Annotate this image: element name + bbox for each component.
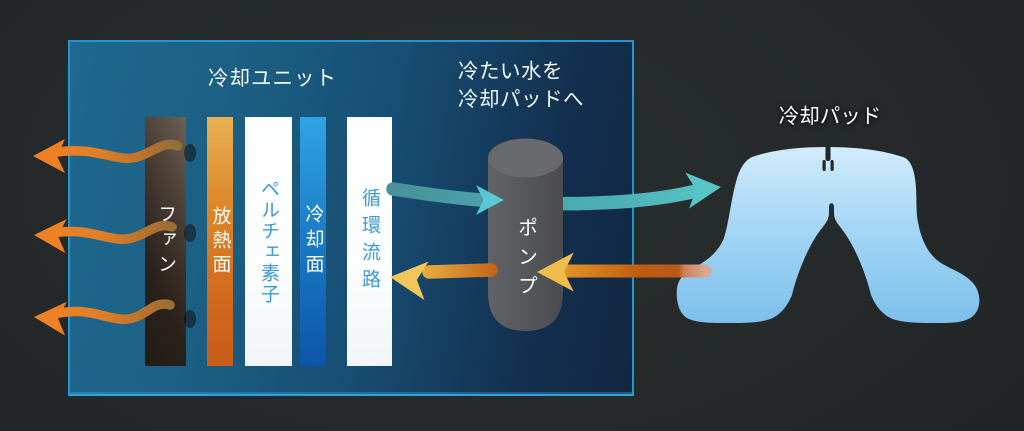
bar-circulation-channel: 循環流路	[347, 117, 392, 366]
return-arrowhead-icon	[390, 261, 429, 301]
cold-water-note-line2: 冷却パッドへ	[458, 88, 584, 111]
heat-radiating-face-label: 放熱面	[209, 205, 231, 278]
bar-peltier-element: ペルチェ素子	[245, 117, 292, 366]
bar-cooling-face: 冷却面	[300, 117, 326, 366]
cold-water-arrowhead-icon	[685, 172, 721, 209]
fan-arrow-shadow	[184, 310, 196, 328]
fan-arrow-shadow	[184, 144, 196, 162]
warm-water-return-arrow	[390, 252, 712, 301]
pump-body	[488, 158, 563, 331]
exhaust-arrow-bottom	[49, 299, 175, 324]
cold-water-note-line1: 冷たい水を	[458, 60, 563, 83]
return-arrowhead-icon	[537, 252, 574, 292]
pump-top	[488, 138, 563, 178]
return-flow-line-left	[422, 263, 498, 279]
pump-label: ポンプ	[514, 216, 537, 304]
circulation-channel-label: 循環流路	[359, 187, 380, 296]
exhaust-arrowhead-icon	[34, 301, 67, 336]
exhaust-arrowhead-icon	[33, 139, 65, 173]
cooling-pad-shape	[676, 145, 980, 323]
pad-tick	[822, 160, 826, 171]
cooling-unit-title: 冷却ユニット	[208, 67, 337, 90]
peltier-element-label: ペルチェ素子	[258, 178, 279, 305]
cooling-face-label: 冷却面	[302, 204, 324, 279]
pump-cylinder	[488, 138, 563, 331]
exhaust-heat-arrows	[33, 139, 196, 336]
bar-heat-radiating-face: 放熱面	[207, 117, 233, 366]
exhaust-arrowhead-icon	[34, 219, 67, 254]
fan-arrow-shadow	[184, 224, 196, 242]
cold-water-note: 冷たい水を 冷却パッドへ	[458, 58, 584, 114]
bar-fan: ファン	[145, 117, 186, 366]
exhaust-arrow-top	[45, 139, 183, 164]
exhaust-arrow-middle	[47, 220, 177, 244]
cold-water-arrowhead-icon	[476, 185, 504, 215]
pad-tick	[830, 160, 834, 171]
cooling-pad-title: 冷却パッド	[778, 105, 882, 128]
pad-body	[676, 147, 980, 323]
pad-top-notch	[825, 145, 831, 161]
